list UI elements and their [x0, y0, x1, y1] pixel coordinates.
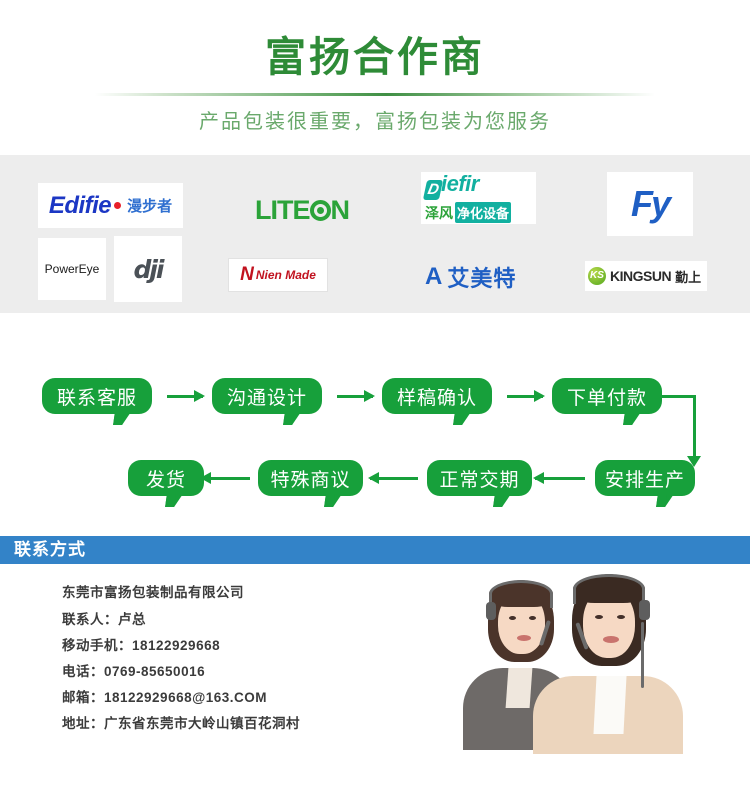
contact-section-title: 联系方式 [14, 540, 86, 559]
flow-step-special-negotiation: 特殊商议 [258, 460, 363, 496]
flow-arrow-4 [533, 472, 585, 484]
page-subtitle: 产品包装很重要，富扬包装为您服务 [199, 111, 551, 134]
flow-arrow-6 [200, 472, 250, 484]
page-title: 富扬合作商 [265, 34, 485, 80]
brand-logo-kingsun: KS KINGSUN 勤上 [585, 261, 707, 291]
kingsun-wordmark: KINGSUN [610, 268, 672, 284]
contact-company-name: 东莞市富扬包装制品有限公司 [62, 585, 244, 600]
contact-section-header: 联系方式 [0, 536, 750, 564]
flow-step-normal-delivery: 正常交期 [427, 460, 532, 496]
agent-back-eye-right [529, 616, 536, 620]
agent-front-eye-left [595, 615, 603, 619]
agent-front-headset-band-icon [573, 574, 645, 604]
diefir-chinese-tagline: 净化设备 [455, 202, 512, 223]
diefir-chinese-name: 泽风 [425, 204, 453, 221]
brand-logo-nien-made: N Nien Made [228, 258, 328, 292]
flow-connector-horizontal [662, 395, 696, 398]
fy-wordmark: Fy [630, 183, 671, 224]
brand-logo-powereye: PowerEye [38, 238, 106, 300]
diefir-wordmark: iefir [441, 172, 479, 196]
flow-step-communicate-design: 沟通设计 [212, 378, 322, 414]
aimeite-a-mark-icon: A [425, 263, 443, 290]
contact-address: 地址：广东省东莞市大岭山镇百花洞村 [62, 716, 300, 731]
powereye-wordmark: PowerEye [44, 262, 100, 276]
agent-front-headset-cup-icon [639, 600, 650, 620]
flow-step-shipment: 发货 [128, 460, 204, 496]
brand-logo-liteon: LITE N [238, 192, 366, 228]
flow-arrow-1 [167, 390, 205, 402]
dji-wordmark: dji [133, 254, 164, 284]
brand-logo-diefir: Diefir 泽风 净化设备 [421, 172, 536, 224]
agent-front-eye-right [617, 615, 625, 619]
customer-service-agents-photo [455, 572, 740, 754]
agent-back-eye-left [509, 616, 516, 620]
flow-step-order-payment: 下单付款 [552, 378, 662, 414]
aimeite-chinese-name: 艾美特 [447, 266, 517, 291]
brand-logo-fy: Fy [607, 172, 693, 236]
process-flow-diagram: 联系客服 沟通设计 样稿确认 下单付款 安排生产 正常交期 特殊商议 发货 [0, 350, 750, 515]
kingsun-chinese-name: 勤上 [675, 269, 702, 285]
agent-front-headset-cable-icon [641, 622, 644, 688]
edifier-chinese-name: 漫步者 [127, 198, 173, 215]
flow-step-sample-confirm: 样稿确认 [382, 378, 492, 414]
agent-back-mouth [517, 635, 531, 641]
kingsun-ks-badge-icon: KS [588, 267, 606, 285]
flow-arrow-3 [507, 390, 545, 402]
agent-back-headset-cup-icon [486, 602, 496, 620]
edifier-wordmark: Edifie [48, 191, 112, 219]
contact-phone: 电话：0769-85650016 [62, 664, 206, 679]
flow-step-arrange-production: 安排生产 [595, 460, 695, 496]
flow-step-contact-service: 联系客服 [42, 378, 152, 414]
agent-front-shirt [593, 676, 627, 734]
brand-logo-dji: dji [114, 236, 182, 302]
page-header: 富扬合作商 产品包装很重要，富扬包装为您服务 [0, 0, 750, 134]
agent-back-headset-band-icon [489, 580, 553, 608]
liteon-wordmark: LITE [255, 194, 310, 225]
liteon-wordmark-tail: N [330, 194, 350, 225]
brand-logo-edifier: Edifie 漫步者 [38, 183, 183, 228]
contact-person: 联系人：卢总 [62, 612, 146, 627]
edifier-dot-icon [114, 202, 122, 209]
nien-made-wordmark: Nien Made [255, 268, 316, 282]
contact-email: 邮箱：18122929668@163.COM [62, 690, 268, 705]
flow-connector-vertical [686, 395, 701, 467]
contact-details: 东莞市富扬包装制品有限公司 联系人：卢总 移动手机：18122929668 电话… [62, 580, 442, 737]
nien-made-mark-icon: N [240, 264, 254, 285]
flow-arrow-5 [368, 472, 418, 484]
liteon-circle-icon [309, 199, 331, 221]
agent-front-mouth [603, 636, 619, 643]
diefir-d-mark-icon: D [422, 180, 444, 200]
title-divider [95, 93, 655, 97]
agent-back-collar [505, 668, 533, 708]
flow-arrow-2 [337, 390, 375, 402]
brand-logo-aimeite: A 艾美特 [425, 262, 545, 292]
contact-mobile: 移动手机：18122929668 [62, 638, 221, 653]
